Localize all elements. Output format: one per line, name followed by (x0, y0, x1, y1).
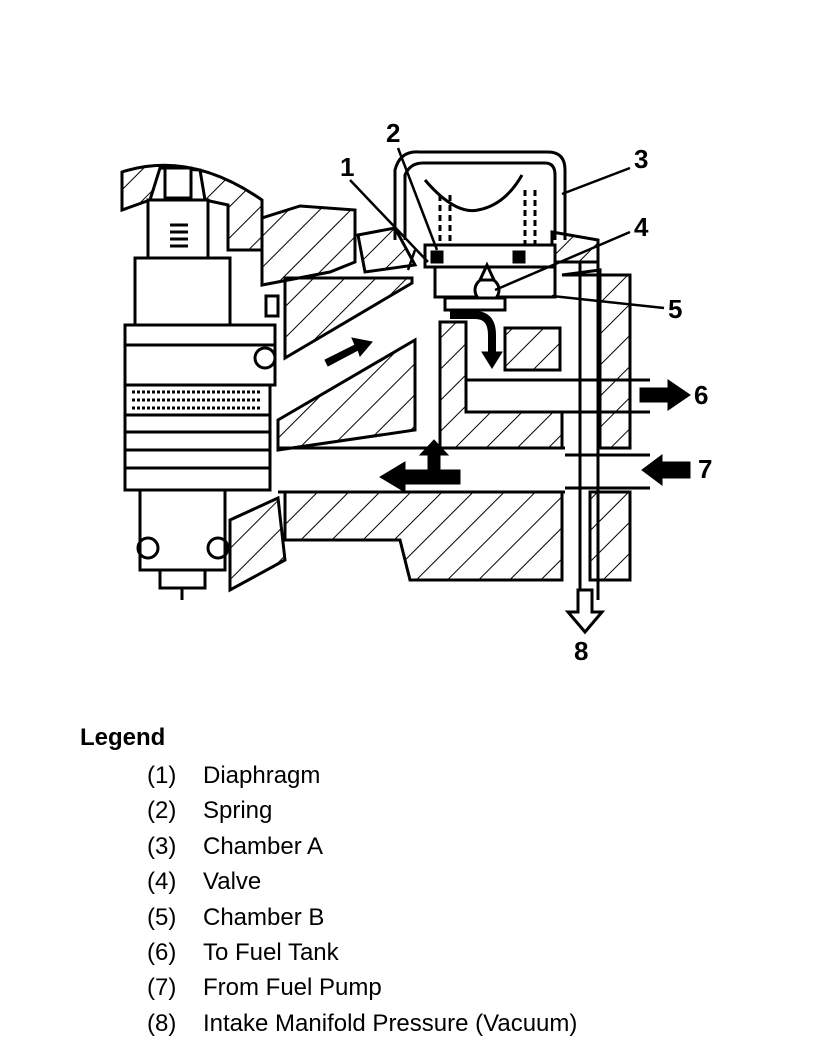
pressure-regulator-diagram: 1 2 3 4 5 6 7 8 (120, 118, 712, 666)
legend-item-label: Chamber A (203, 832, 324, 860)
legend-item: (6) To Fuel Tank (147, 935, 577, 970)
legend-item-label: Diaphragm (203, 762, 321, 789)
legend: Legend (1) Diaphragm (2) Spring (3) Chamber… (80, 724, 577, 1041)
legend-item-number: (4) (147, 868, 177, 896)
callout-2: 2 (386, 118, 400, 148)
legend-item-label: Intake Manifold Pressure (Vacuum) (203, 1009, 578, 1037)
callout-1: 1 (340, 152, 354, 182)
callout-5: 5 (668, 294, 682, 324)
legend-item: (4) Valve (147, 864, 577, 899)
legend-item-label: From Fuel Pump (203, 974, 382, 1002)
legend-item-label: To Fuel Tank (203, 938, 339, 966)
legend-item-label: Chamber B (203, 903, 325, 931)
callout-labels: 1 2 3 4 5 6 7 8 (340, 118, 712, 666)
legend-item: (2) Spring (147, 793, 577, 828)
flow-arrows (324, 311, 691, 635)
fuel-passages (278, 262, 650, 600)
callout-leaders (349, 147, 665, 310)
legend-title: Legend (80, 724, 166, 751)
callout-6: 6 (694, 380, 708, 410)
legend-item-label: Valve (203, 868, 262, 896)
legend-item-number: (2) (147, 797, 177, 825)
legend-item-number: (5) (147, 903, 177, 931)
callout-3: 3 (634, 144, 648, 174)
legend-item: (5) Chamber B (147, 900, 577, 935)
legend-list: (1) Diaphragm (2) Spring (3) Chamber A (4) V… (80, 758, 577, 1041)
legend-item-number: (3) (147, 832, 177, 860)
legend-item: (3) Chamber A (147, 829, 577, 864)
legend-item-number: (1) (147, 762, 177, 789)
callout-8: 8 (574, 636, 588, 666)
regulator-assembly (393, 150, 567, 312)
legend-item: (1) Diaphragm (147, 758, 577, 793)
legend-item-number: (8) (147, 1009, 177, 1037)
callout-7: 7 (698, 454, 712, 484)
legend-item: (8) Intake Manifold Pressure (Vacuum) (147, 1006, 577, 1041)
legend-item-number: (6) (147, 938, 177, 966)
legend-item-number: (7) (147, 974, 177, 1002)
legend-item: (7) From Fuel Pump (147, 970, 577, 1005)
callout-4: 4 (634, 212, 649, 242)
legend-item-label: Spring (203, 797, 273, 825)
fuel-injector (123, 166, 280, 600)
